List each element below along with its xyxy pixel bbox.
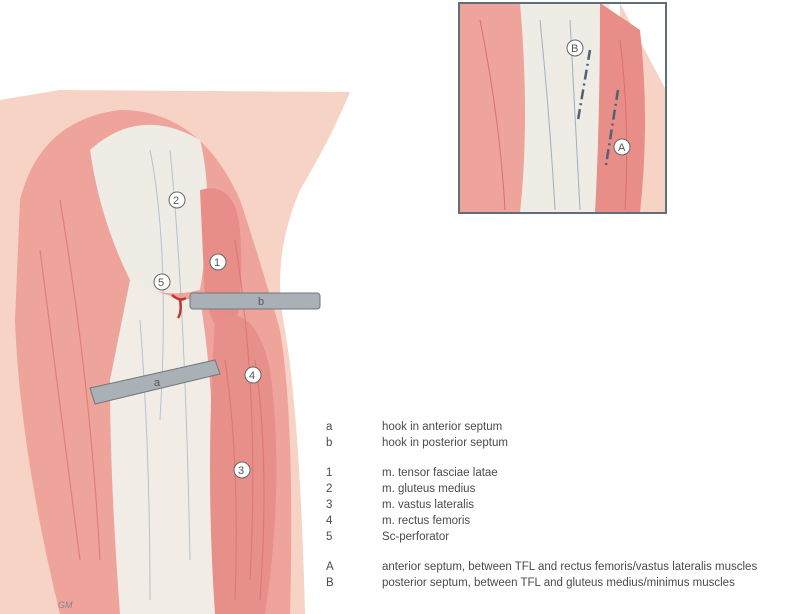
- anterior-septum-line: [604, 89, 620, 166]
- label-4: 4: [249, 370, 255, 382]
- hook-b: b: [189, 292, 321, 310]
- label-A: A: [618, 142, 626, 154]
- label-1: 1: [214, 257, 220, 269]
- label-B: B: [571, 43, 578, 55]
- label-3: 3: [238, 465, 244, 477]
- sc-perforator-vessel: [171, 294, 187, 319]
- svg-text:a: a: [154, 377, 161, 389]
- posterior-septum-line: [576, 49, 592, 121]
- label-2: 2: [173, 195, 179, 207]
- hook-a: a: [89, 359, 221, 405]
- label-5: 5: [158, 277, 164, 289]
- svg-text:b: b: [258, 296, 264, 308]
- inset-detail: B A: [458, 2, 667, 214]
- signature: GM: [58, 600, 73, 610]
- fascia-lata: [110, 280, 220, 614]
